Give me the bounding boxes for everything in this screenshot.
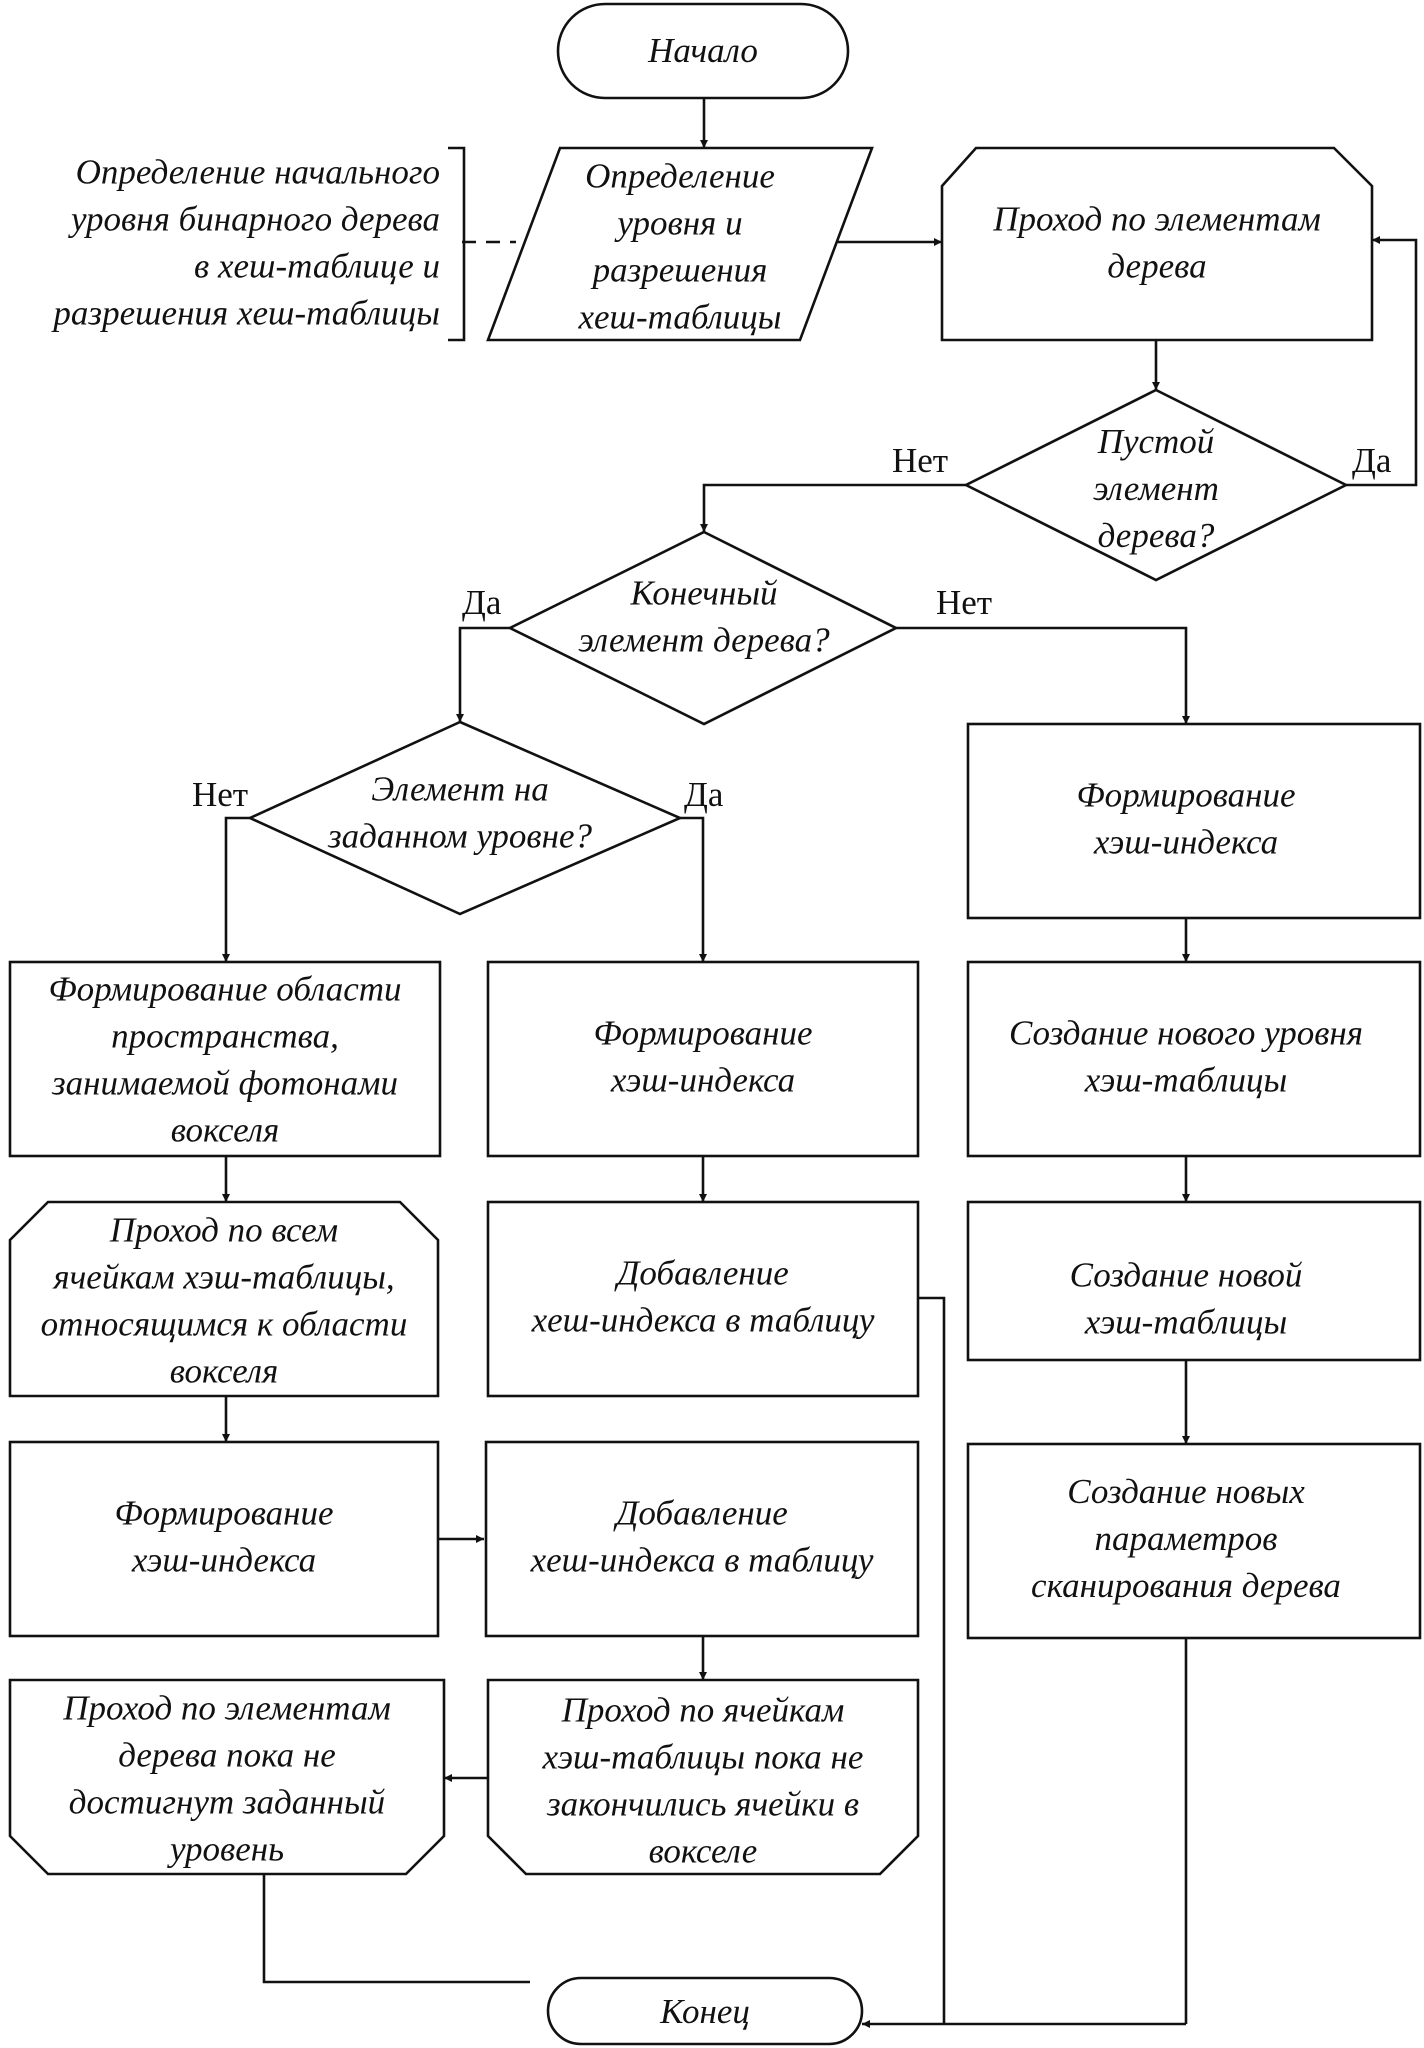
node-text: Элемент на заданном уровне?: [327, 770, 593, 856]
text-line: Проход по ячейкам: [561, 1691, 845, 1730]
text-line: Определение начального: [76, 153, 440, 192]
text-line: заданном уровне?: [327, 817, 593, 856]
text-line: закончились ячейки в: [546, 1785, 859, 1824]
leaf-yes-label: Да: [462, 583, 502, 622]
text-line: элемент: [1093, 469, 1219, 508]
node-text: Формирование хэш-индекса: [114, 1494, 333, 1580]
node-text: Пустой элемент дерева?: [1093, 422, 1219, 555]
text-line: Добавление: [613, 1494, 788, 1533]
start-terminal: Начало: [556, 2, 850, 100]
text-line: Проход по элементам: [992, 200, 1321, 239]
form-region-box: Формирование области пространства, занимае…: [8, 960, 442, 1158]
annotation-text: Определение начального уровня бинарного д…: [50, 153, 440, 333]
text-line: Пустой: [1097, 422, 1215, 461]
leaf-element-decision: Конечный элемент дерева?: [507, 530, 899, 726]
empty-no-label: Нет: [892, 441, 948, 480]
node-text: Проход по всем ячейкам хэш-таблицы, относя…: [41, 1211, 408, 1391]
node-text: Добавление хеш-индекса в таблицу: [530, 1494, 874, 1580]
text-line: хэш-индекса: [1093, 823, 1278, 862]
cells-loop-end: Проход по ячейкам хэш-таблицы пока не зако…: [486, 1678, 920, 1876]
text-line: уровня и: [614, 204, 742, 243]
text-line: Добавление: [614, 1254, 789, 1293]
text-line: Определение: [585, 157, 775, 196]
left-hash-index-box: Формирование хэш-индекса: [8, 1440, 440, 1638]
right-hash-index-box: Формирование хэш-индекса: [966, 722, 1422, 920]
node-text: Конечный элемент дерева?: [578, 574, 830, 660]
mid-add-index-box: Добавление хеш-индекса в таблицу: [486, 1200, 920, 1398]
branch-labels: Нет Да Да Нет Нет Да: [192, 441, 1392, 814]
new-params-box: Создание новых параметров сканирования дер…: [966, 1442, 1422, 1640]
text-line: вокселе: [649, 1832, 758, 1871]
text-line: параметров: [1095, 1519, 1278, 1558]
text-line: Проход по элементам: [62, 1689, 391, 1728]
text-line: Формирование: [114, 1494, 333, 1533]
text-line: хэш-индекса: [131, 1541, 316, 1580]
text-line: хеш-индекса в таблицу: [530, 1541, 874, 1580]
empty-element-decision: Пустой элемент дерева?: [963, 388, 1349, 582]
level-decision: Элемент на заданном уровне?: [246, 720, 684, 916]
left-add-index-box: Добавление хеш-индекса в таблицу: [484, 1440, 920, 1638]
node-text: Начало: [647, 31, 758, 70]
level-no-label: Нет: [192, 775, 248, 814]
text-line: разрешения: [590, 251, 768, 290]
text-line: уровень: [167, 1830, 284, 1869]
text-line: Формирование: [1076, 776, 1295, 815]
empty-yes-label: Да: [1352, 441, 1392, 480]
node-text: Добавление хеш-индекса в таблицу: [531, 1254, 875, 1340]
text-line: Конечный: [629, 574, 778, 613]
text-line: в хеш-таблице и: [194, 247, 440, 286]
text-line: достигнут заданный: [69, 1783, 386, 1822]
text-line: относящимся к области: [41, 1305, 408, 1344]
leaf-no-label: Нет: [936, 583, 992, 622]
text-line: хеш-таблицы: [577, 298, 781, 337]
text-line: хэш-таблицы: [1084, 1061, 1287, 1100]
node-text: Проход по ячейкам хэш-таблицы пока не зако…: [542, 1691, 864, 1871]
text-line: элемент дерева?: [578, 621, 830, 660]
text-line: пространства,: [111, 1017, 339, 1056]
text-line: Создание новой: [1070, 1256, 1303, 1295]
text-line: хэш-таблицы: [1084, 1303, 1287, 1342]
text-line: хэш-таблицы пока не: [542, 1738, 864, 1777]
node-text: Формирование хэш-индекса: [1076, 776, 1295, 862]
text-line: ячейкам хэш-таблицы,: [51, 1258, 394, 1297]
text-line: Проход по всем: [109, 1211, 338, 1250]
text-line: Элемент на: [371, 770, 549, 809]
text-line: уровня бинарного дерева: [68, 200, 440, 239]
node-text: Проход по элементам дерева пока не достигн…: [62, 1689, 391, 1869]
node-text: Создание нового уровня хэш-таблицы: [1009, 1014, 1363, 1100]
node-text: Формирование хэш-индекса: [593, 1014, 812, 1100]
text-line: Создание новых: [1067, 1472, 1305, 1511]
cells-loop-start: Проход по всем ячейкам хэш-таблицы, относя…: [8, 1200, 440, 1398]
node-text: Определение уровня и разрешения хеш-таблицы: [577, 157, 781, 337]
text-line: дерева пока не: [118, 1736, 336, 1775]
text-line: занимаемой фотонами: [51, 1064, 398, 1103]
text-line: дерева: [1107, 247, 1206, 286]
node-text: Создание новых параметров сканирования дер…: [1031, 1472, 1341, 1605]
text-line: Формирование: [593, 1014, 812, 1053]
node-text: Создание новой хэш-таблицы: [1070, 1256, 1303, 1342]
node-text: Формирование области пространства, занимае…: [48, 970, 401, 1150]
mid-hash-index-box: Формирование хэш-индекса: [486, 960, 920, 1158]
text-line: Создание нового уровня: [1009, 1014, 1363, 1053]
text-line: хэш-индекса: [610, 1061, 795, 1100]
text-line: дерева?: [1098, 516, 1215, 555]
level-yes-label: Да: [684, 775, 724, 814]
node-text: Конец: [659, 1992, 750, 2031]
text-line: разрешения хеш-таблицы: [50, 294, 440, 333]
text-line: Формирование области: [48, 970, 401, 1009]
input-parallelogram: Определение уровня и разрешения хеш-таблицы: [486, 146, 874, 342]
node-text: Проход по элементам дерева: [992, 200, 1321, 286]
text-line: сканирования дерева: [1031, 1566, 1341, 1605]
traverse-tree-loop-start: Проход по элементам дерева: [940, 146, 1374, 342]
text-line: вокселя: [170, 1352, 279, 1391]
end-terminal: Конец: [546, 1976, 864, 2046]
new-table-box: Создание новой хэш-таблицы: [966, 1200, 1422, 1362]
text-line: хеш-индекса в таблицу: [531, 1301, 875, 1340]
tree-loop-end: Проход по элементам дерева пока не достигн…: [8, 1678, 446, 1876]
new-level-box: Создание нового уровня хэш-таблицы: [966, 960, 1422, 1158]
annotation-note: Определение начального уровня бинарного д…: [50, 153, 440, 333]
connectors: [222, 98, 1418, 2028]
text-line: вокселя: [171, 1111, 280, 1150]
